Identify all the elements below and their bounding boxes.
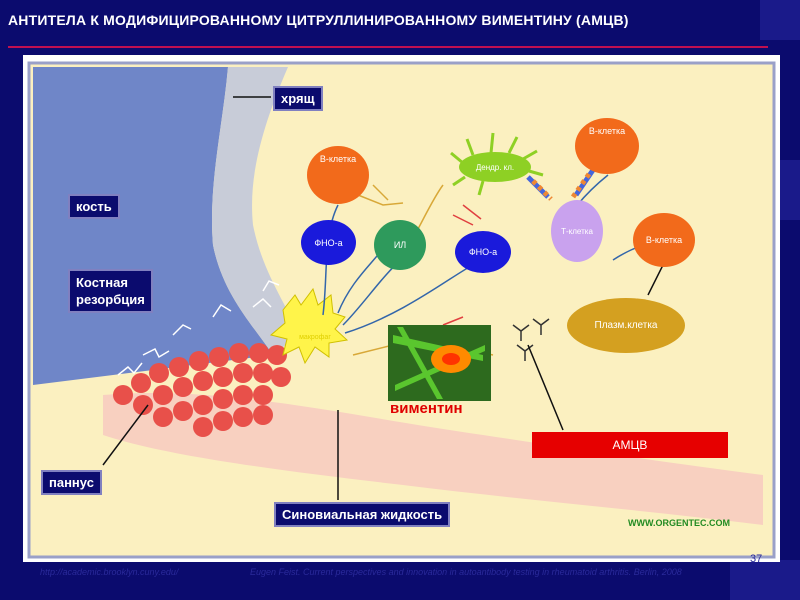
macrophage-cell bbox=[269, 287, 349, 365]
bone-resorption-label: Костная резорбция bbox=[68, 269, 153, 313]
dendritic-cell-processes bbox=[450, 132, 544, 196]
pannus-cells bbox=[113, 343, 291, 437]
b-cell-3: В-клетка bbox=[633, 213, 695, 267]
vimentin-label: виментин bbox=[390, 400, 463, 417]
cartilage-region bbox=[211, 67, 298, 355]
title-divider bbox=[8, 46, 768, 48]
pannus-label: паннус bbox=[41, 470, 102, 495]
footer-citation: Eugen Feist. Current perspectives and in… bbox=[250, 567, 682, 577]
page-number: 37 bbox=[750, 553, 763, 565]
tnf-alpha-1: ФНО-a bbox=[301, 220, 356, 265]
b-cell-2: В-клетка bbox=[575, 118, 639, 174]
antibody-y-shapes bbox=[512, 318, 550, 361]
decor-square-right bbox=[780, 160, 800, 220]
pointer-lines bbox=[102, 96, 664, 500]
synovium-band bbox=[103, 393, 763, 525]
plasma-cell: Плазм.клетка bbox=[567, 298, 685, 353]
cartilage-label: хрящ bbox=[273, 86, 323, 111]
receptor-links bbox=[526, 168, 596, 201]
t-cell: Т-клетка bbox=[551, 200, 603, 262]
resorption-fibers bbox=[117, 280, 280, 376]
diagram-panel: хрящ кость Костная резорбция паннус Сино… bbox=[23, 55, 780, 562]
synovial-fluid-label: Синовиальная жидкость bbox=[274, 502, 451, 527]
footer-source-url: http://academic.brooklyn.cuny.edu/ bbox=[40, 567, 179, 577]
vimentin-cell-core bbox=[442, 353, 460, 365]
b-cell-1: В-клетка bbox=[307, 146, 369, 204]
slide-title: АНТИТЕЛА К МОДИФИЦИРОВАННОМУ ЦИТРУЛЛИНИР… bbox=[8, 12, 629, 28]
tnf-alpha-2: ФНО-a bbox=[455, 231, 511, 273]
macrophage-label: макрофаг bbox=[299, 333, 331, 341]
antibody-lines bbox=[442, 204, 482, 326]
decor-square-top-right bbox=[760, 0, 800, 40]
amcv-box: АМЦВ bbox=[532, 432, 728, 458]
dendritic-cell-label: Дендр. кл. bbox=[475, 162, 515, 172]
interleukin-cell: ИЛ bbox=[374, 220, 426, 270]
bone-label: кость bbox=[68, 194, 120, 219]
dendritic-cell-body bbox=[459, 152, 531, 182]
website-credit: WWW.ORGENTEC.COM bbox=[628, 518, 730, 528]
decor-square-bottom-right bbox=[730, 560, 800, 600]
